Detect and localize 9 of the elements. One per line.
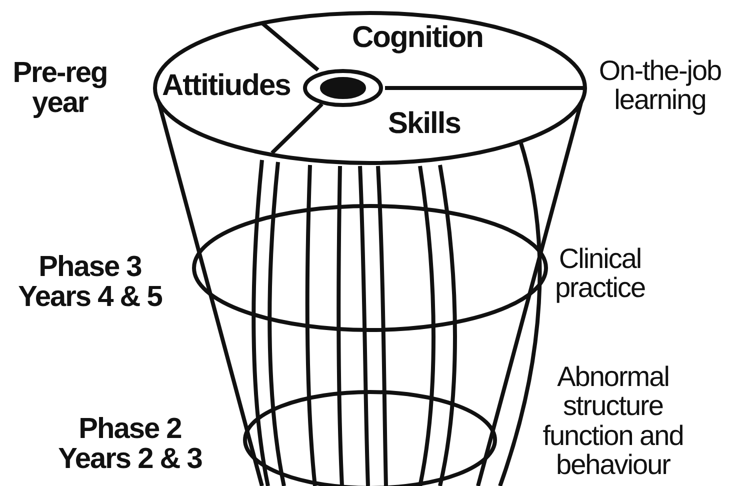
sector-label: Cognition [352,22,483,54]
topic-label: Clinical practice [554,244,646,303]
stage-label: Phase 2 Years 2 & 3 [57,414,203,475]
sector-label: Attitiudes [162,70,290,102]
topic-label: On-the-job learning [598,56,722,115]
sector-label: Skills [388,108,460,140]
stage-label: Pre-reg year [12,58,108,119]
topic-label: Abnormal structure function and behaviour [542,362,684,480]
stage-label: Phase 3 Years 4 & 5 [17,252,163,313]
